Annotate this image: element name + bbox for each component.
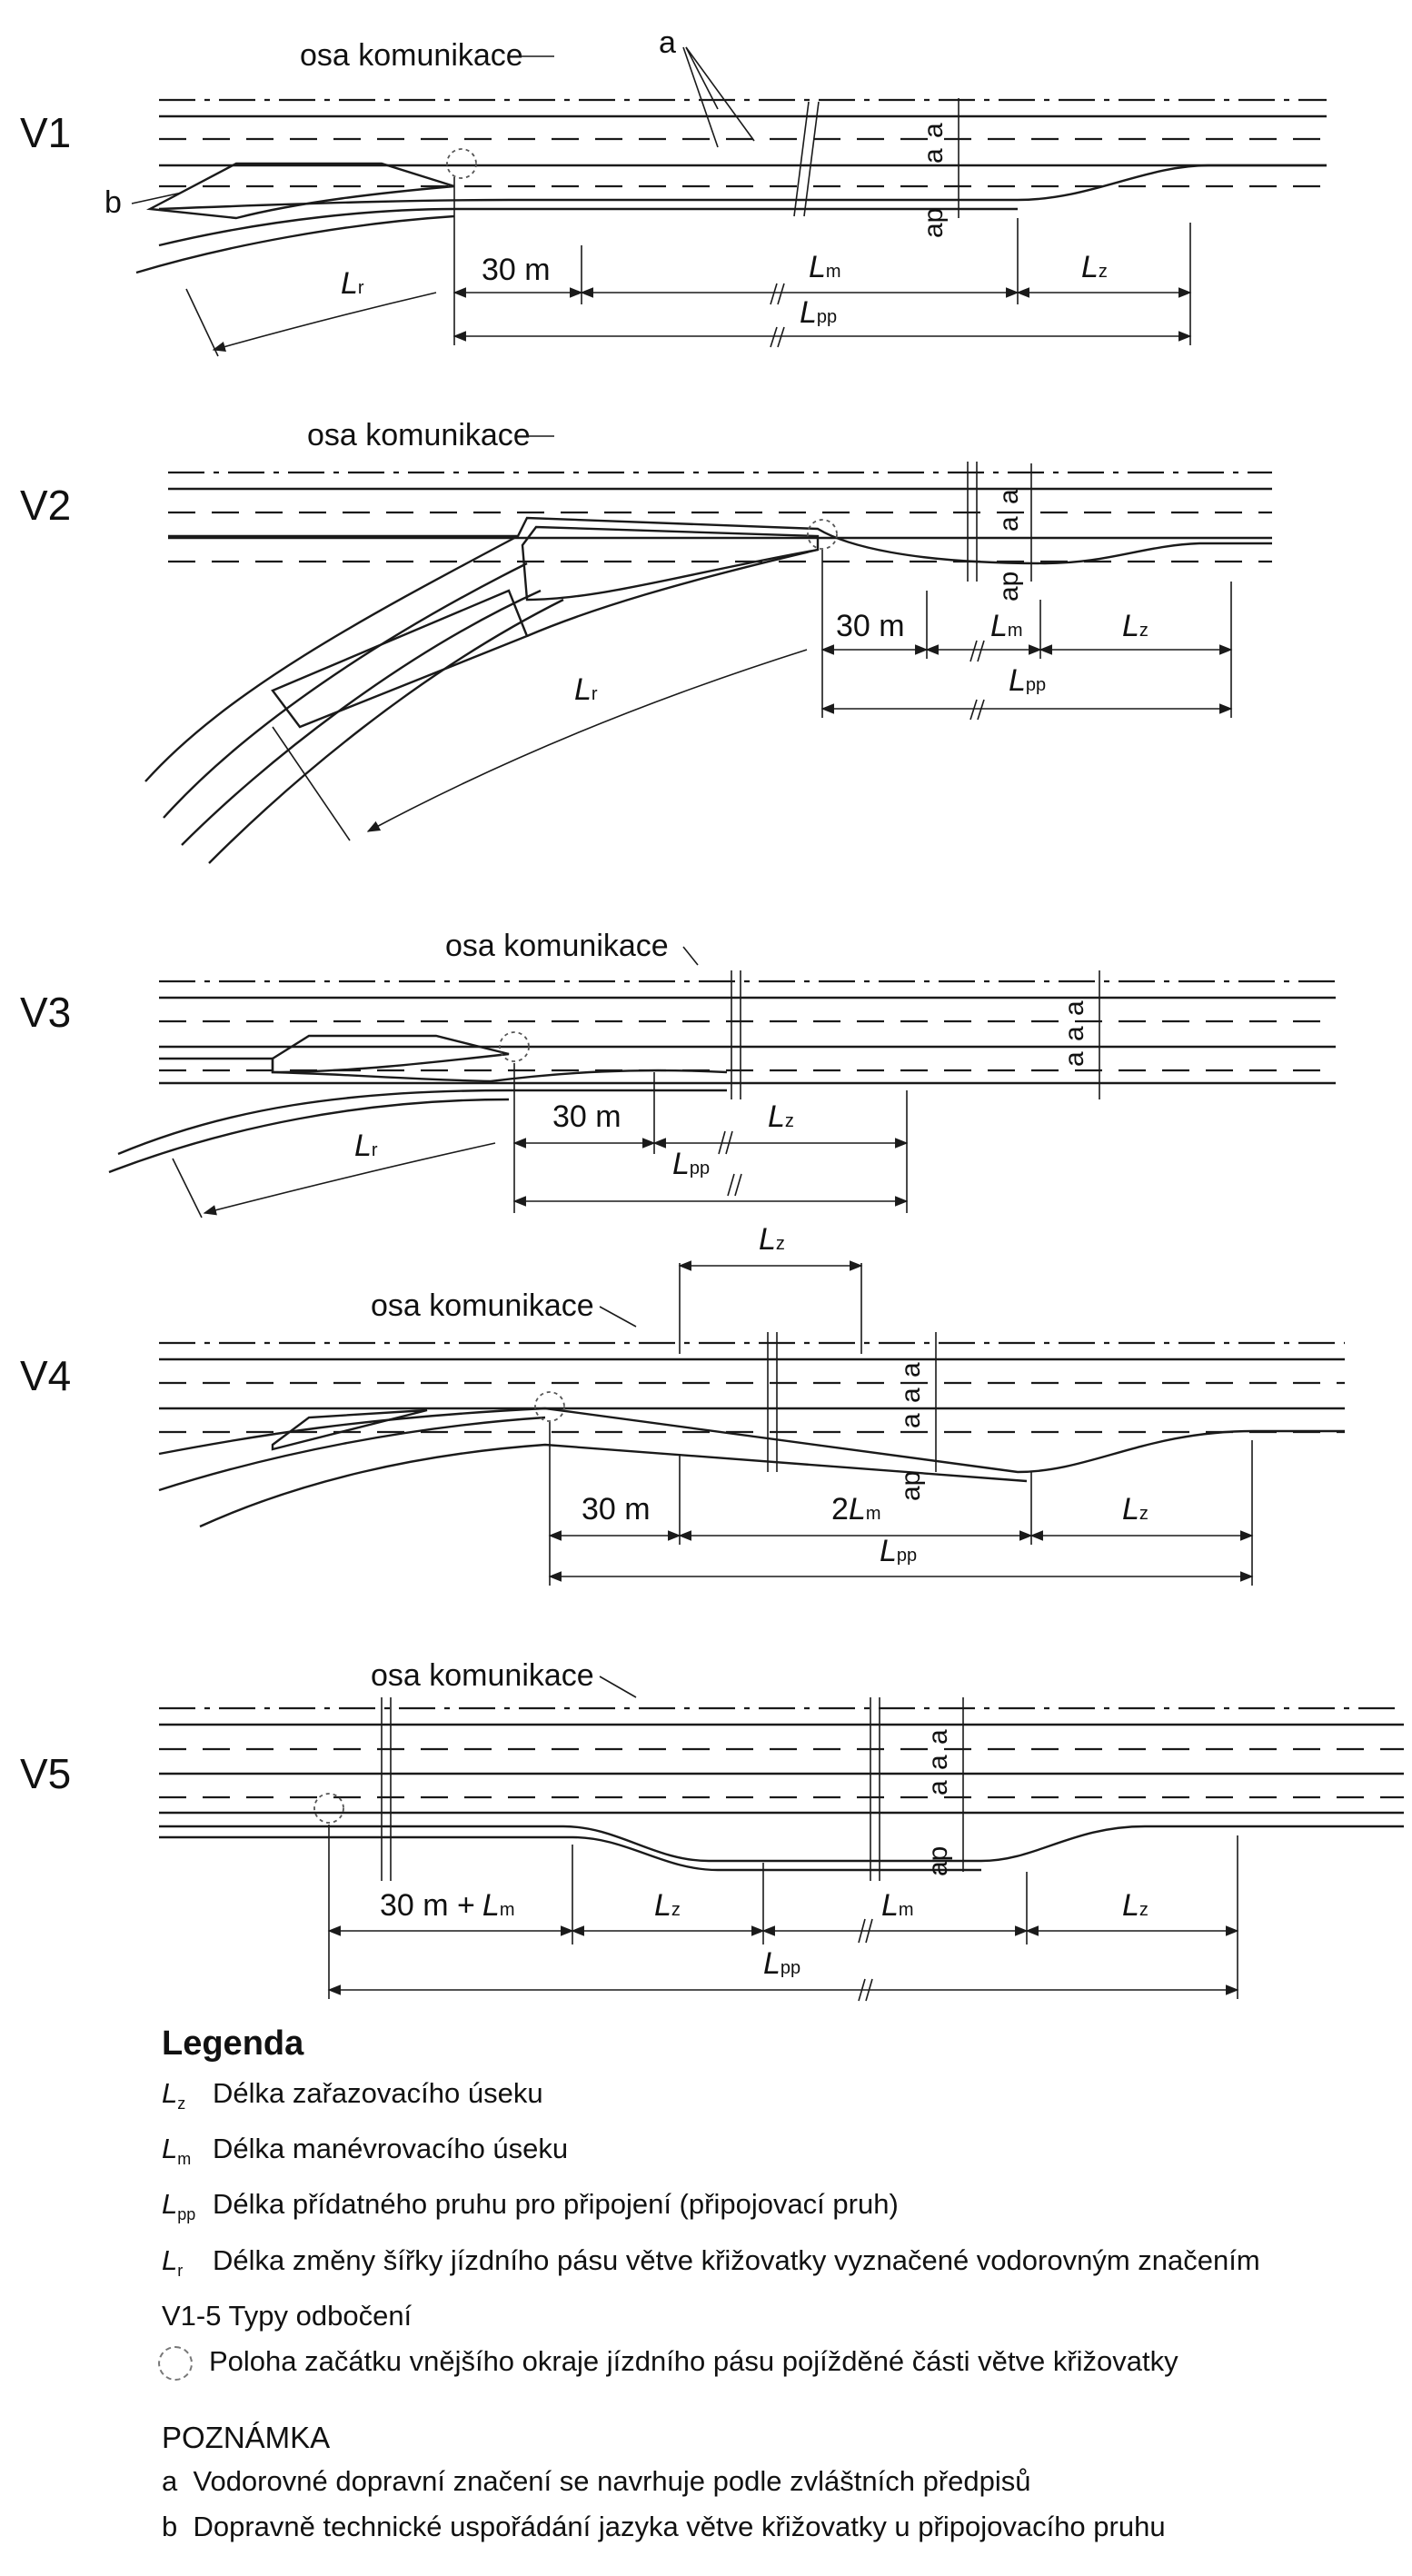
- svg-text:Lz: Lz: [768, 1099, 794, 1134]
- svg-text:Lz: Lz: [759, 1222, 785, 1257]
- svg-text:Lz: Lz: [1122, 1888, 1148, 1923]
- svg-text:a: a: [919, 148, 949, 164]
- svg-text:Lz: Lz: [654, 1888, 681, 1923]
- svg-text:ap: ap: [919, 208, 949, 238]
- svg-text:Lr: Lr: [354, 1129, 378, 1163]
- svg-text:a: a: [1059, 1000, 1089, 1016]
- svg-text:Lz: Lz: [1122, 1492, 1148, 1527]
- svg-text:Lpp: Lpp: [800, 295, 837, 330]
- svg-text:a: a: [896, 1413, 926, 1428]
- axis-label-v5: osa komunikace: [371, 1658, 594, 1693]
- svg-text:Lz: Lz: [1081, 250, 1108, 284]
- variant-label-v5: V5: [20, 1750, 71, 1797]
- merge-lane-diagram: V1 osa komunikace a b a a ap 30: [20, 25, 1404, 2002]
- svg-text:a: a: [896, 1362, 926, 1378]
- svg-text:Lm: Lm: [990, 609, 1023, 643]
- svg-text:a: a: [1059, 1051, 1089, 1067]
- svg-text:Lz: Lz: [1122, 609, 1148, 643]
- svg-text:a: a: [923, 1729, 953, 1745]
- axis-label-v3: osa komunikace: [445, 929, 669, 963]
- svg-text:a: a: [994, 516, 1024, 532]
- variant-label-v3: V3: [20, 989, 71, 1036]
- svg-text:a: a: [923, 1755, 953, 1770]
- svg-text:Lr: Lr: [341, 266, 364, 301]
- svg-text:ap: ap: [994, 572, 1024, 602]
- svg-text:a: a: [896, 1387, 926, 1403]
- svg-text:Lpp: Lpp: [763, 1946, 800, 1981]
- note-item-b: b Dopravně technické uspořádání jazyka v…: [162, 2510, 1166, 2542]
- marker-b-v1: b: [104, 185, 122, 220]
- dashed-circle-icon: [158, 2345, 193, 2381]
- svg-text:a: a: [1059, 1026, 1089, 1041]
- svg-text:Lr: Lr: [574, 672, 598, 707]
- note-item-a: a Vodorovné dopravní značení se navrhuje…: [162, 2464, 1031, 2497]
- axis-label-v4: osa komunikace: [371, 1288, 594, 1323]
- svg-text:30 m: 30 m: [552, 1099, 621, 1134]
- svg-text:Lpp: Lpp: [1009, 663, 1046, 698]
- variant-v3: V3 osa komunikace a a a 30 m Lz Lpp Lr: [20, 929, 1336, 1218]
- variant-v1: V1 osa komunikace a b a a ap 30: [20, 25, 1327, 357]
- svg-text:a: a: [923, 1780, 953, 1795]
- svg-text:2Lm: 2Lm: [831, 1492, 881, 1527]
- variant-v2: V2 osa komunikace a a ap 30 m Lm: [20, 418, 1272, 864]
- variant-v5: V5 osa komunikace a a a ap 30 m +Lm Lz L…: [20, 1658, 1404, 2002]
- variant-label-v1: V1: [20, 109, 71, 156]
- legend-item-circle: Poloha začátku vnějšího okraje jízdního …: [158, 2339, 1388, 2384]
- svg-text:ap: ap: [923, 1846, 953, 1876]
- variant-label-v2: V2: [20, 482, 71, 529]
- axis-label-v2: osa komunikace: [307, 418, 531, 453]
- legend-title: Legenda: [162, 2024, 304, 2063]
- svg-text:30 m: 30 m: [582, 1492, 651, 1527]
- svg-text:30 m +Lm: 30 m +Lm: [380, 1888, 514, 1923]
- svg-text:30 m: 30 m: [482, 253, 551, 287]
- svg-text:ap: ap: [896, 1471, 926, 1501]
- legend-item-types: V1-5 Typy odbočení: [162, 2299, 413, 2332]
- note-title: POZNÁMKA: [162, 2420, 331, 2454]
- variant-v4: V4 osa komunikace Lz a a a ap 30 m 2Lm: [20, 1222, 1345, 1586]
- marker-a-v1: a: [659, 25, 676, 60]
- svg-text:Lm: Lm: [809, 250, 841, 284]
- variant-label-v4: V4: [20, 1352, 71, 1399]
- svg-text:30 m: 30 m: [836, 609, 905, 643]
- svg-text:Lm: Lm: [881, 1888, 914, 1923]
- axis-label-v1: osa komunikace: [300, 38, 523, 73]
- svg-text:a: a: [994, 489, 1024, 504]
- svg-text:a: a: [919, 123, 949, 138]
- svg-text:Lpp: Lpp: [880, 1534, 917, 1568]
- svg-text:Lpp: Lpp: [672, 1147, 710, 1181]
